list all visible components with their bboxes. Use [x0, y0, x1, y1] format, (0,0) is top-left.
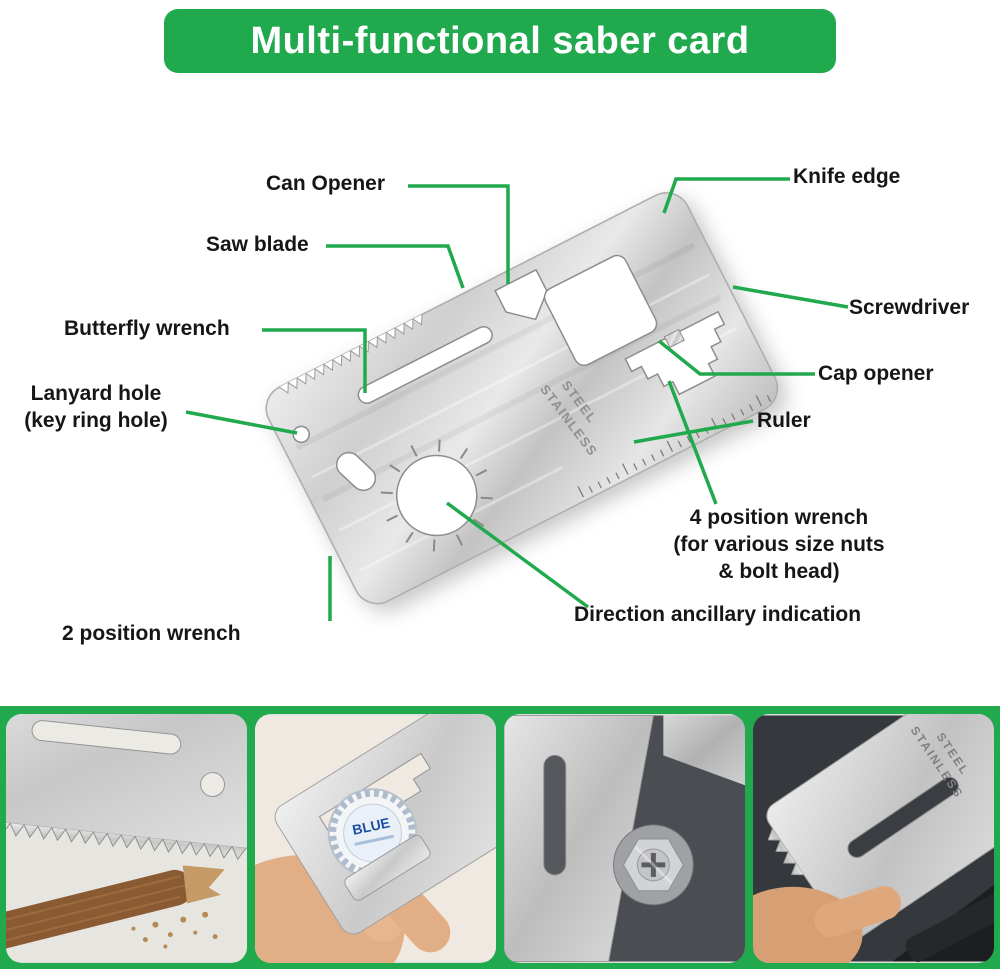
can-opener-cutout — [494, 269, 548, 321]
leader-lines — [185, 177, 849, 621]
wood-branch — [6, 865, 225, 953]
photo-thumb-sawing — [6, 714, 247, 963]
leader-line-cap-opener — [657, 339, 815, 376]
leader-line-four-position-wrench — [667, 380, 718, 505]
card-slot — [31, 720, 182, 755]
knife-card: STAINLESS STEEL — [766, 714, 994, 940]
phillips-cross-slot — [641, 852, 666, 877]
photo-thumb-screwdriver — [504, 714, 745, 963]
label-direction-indication: Direction ancillary indication — [574, 603, 862, 626]
card-slot — [847, 776, 959, 858]
label-ruler: Ruler — [757, 409, 811, 432]
label-knife-edge: Knife edge — [793, 165, 901, 188]
photo-saw-demo — [6, 714, 247, 962]
direction-indicator-hole — [395, 454, 478, 537]
dark-handle — [905, 893, 994, 962]
label-lanyard-hole: Lanyard hole (key ring hole) — [24, 382, 168, 432]
label-cap-opener: Cap opener — [818, 362, 934, 385]
leader-line-knife-edge — [662, 177, 790, 214]
label-can-opener: Can Opener — [266, 172, 386, 195]
direction-indicator-rays — [380, 439, 493, 552]
label-screwdriver: Screwdriver — [849, 296, 970, 319]
label-butterfly-wrench: Butterfly wrench — [64, 317, 230, 340]
photo-thumb-bottle-opener: BLUE — [255, 714, 496, 963]
leader-line-screwdriver — [732, 285, 849, 309]
saber-card: STAINLESS STEEL — [265, 192, 779, 605]
photo-bottle-opener-demo: BLUE — [255, 714, 496, 963]
leader-line-can-opener — [408, 184, 510, 284]
saw-teeth — [6, 818, 247, 861]
card-hole — [200, 772, 226, 797]
photo-knife-demo: STAINLESS STEEL — [753, 714, 994, 963]
glint — [634, 845, 673, 884]
wood-grain — [6, 875, 188, 948]
two-position-wrench-cutout — [335, 451, 377, 492]
branch-broken-end — [182, 865, 225, 904]
card-lip-on-cap — [344, 834, 431, 901]
card-body — [504, 715, 654, 962]
photo-screwdriver-demo — [504, 715, 745, 962]
square-cutout — [543, 254, 658, 367]
leader-line-ruler — [633, 419, 754, 444]
label-saw-blade: Saw blade — [206, 233, 309, 256]
card-body — [265, 192, 779, 605]
card-edge — [663, 715, 745, 786]
leader-line-direction — [445, 501, 590, 609]
cap-brand-text: BLUE — [351, 814, 391, 838]
cap-small-print — [354, 834, 394, 846]
card-slot — [543, 754, 567, 876]
finger — [814, 886, 902, 938]
saw-teeth-edge — [767, 828, 804, 876]
label-two-position-wrench: 2 position wrench — [62, 622, 241, 645]
bolt — [613, 824, 694, 906]
leader-line-lanyard-hole — [185, 410, 298, 435]
leader-line-butterfly-wrench — [262, 328, 367, 393]
leader-line-saw-blade — [326, 244, 465, 289]
saw-card — [6, 714, 247, 861]
photo-strip: BLUE — [0, 706, 1000, 969]
butterfly-wrench-slot — [357, 325, 493, 404]
lanyard-hole-cutout — [292, 425, 310, 444]
tool-diagram: STAINLESS STEEL Can Opener Knife edge Sa… — [24, 165, 970, 645]
label-four-position-wrench: 4 position wrench (for various size nuts… — [673, 506, 885, 583]
saw-blade-teeth — [279, 314, 423, 394]
page-title: Multi-functional saber card — [250, 19, 750, 62]
title-banner: Multi-functional saber card — [164, 9, 836, 73]
diagram-canvas: STAINLESS STEEL — [185, 177, 849, 621]
sawdust — [131, 911, 218, 949]
cap-opener-lip — [663, 328, 685, 349]
photo-thumb-knife: STAINLESS STEEL — [753, 714, 994, 963]
